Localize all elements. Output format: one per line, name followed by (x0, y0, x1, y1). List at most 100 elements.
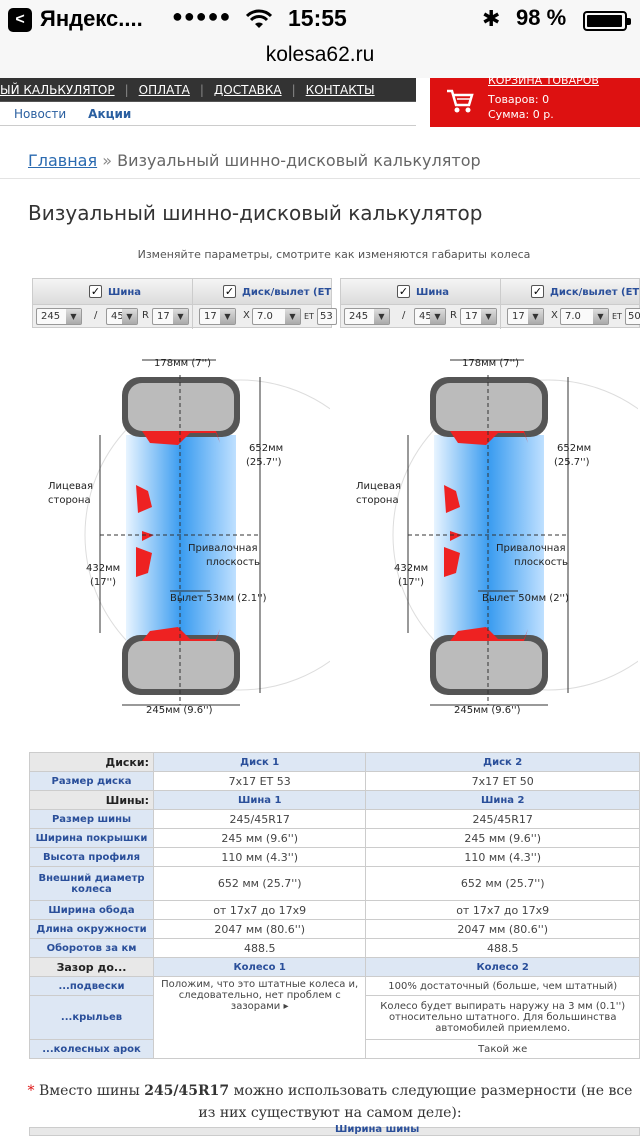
et-value: 53 (320, 311, 333, 322)
breadcrumb: Главная » Визуальный шинно-дисковый каль… (28, 151, 481, 170)
tire-checkbox[interactable]: ✓ (89, 285, 102, 298)
chevron-down-icon: ▼ (430, 309, 445, 324)
chevron-down-icon: ▼ (122, 309, 137, 324)
nav-divider: | (124, 82, 129, 97)
tire-radius-value: 17 (157, 311, 170, 322)
nav-payment[interactable]: ОПЛАТА (138, 82, 190, 97)
subnav-news[interactable]: Новости (14, 106, 67, 121)
status-app-name[interactable]: Яндекс.... (40, 6, 143, 31)
nav-delivery[interactable]: ДОСТАВКА (213, 82, 282, 97)
nav-calculator[interactable]: ЫЙ КАЛЬКУЛЯТОР (0, 82, 115, 97)
rim-mm-label: 432мм (394, 563, 428, 574)
breadcrumb-home[interactable]: Главная (28, 151, 98, 170)
x-label: X (243, 310, 250, 321)
tire-bottom-inner (128, 641, 234, 689)
tire-profile-value: 45 (111, 311, 124, 322)
r-label: R (450, 310, 457, 321)
table-row: ...колесных арок Такой же (29, 1039, 640, 1059)
disk1-header: Диск 1 (152, 752, 367, 772)
row-label: Ширина обода (29, 900, 154, 920)
diameter-mm-label: 652мм (249, 443, 283, 454)
mount-label-2: плоскость (514, 557, 568, 568)
chevron-down-icon: ▼ (285, 309, 300, 324)
cell: 488.5 (152, 938, 367, 958)
disk-diameter-select[interactable]: 17▼ (507, 308, 544, 325)
param-panel-1: ✓ Шина ✓ Диск/вылет (ET 245▼ / 45▼ R 17▼… (32, 278, 337, 329)
tire-profile-select[interactable]: 45▼ (106, 308, 138, 325)
cart-title[interactable]: КОРЗИНА ТОВАРОВ (488, 74, 599, 87)
alternatives-table: Ширина шины (29, 1124, 640, 1136)
cell: 110 мм (4.3'') (152, 847, 367, 867)
disk-width-select[interactable]: 7.0 ▼ (252, 308, 301, 325)
table-row: Оборотов за км 488.5 488.5 (29, 938, 640, 958)
diameter-mm-label: 652мм (557, 443, 591, 454)
address-bar[interactable]: kolesa62.ru (0, 40, 640, 78)
cell: 488.5 (365, 938, 640, 958)
wheel1-gap-text: Положим, что это штатные колеса и, следо… (161, 979, 359, 1012)
disk2-header: Диск 2 (365, 752, 640, 772)
disk-width-select[interactable]: 7.0▼ (560, 308, 609, 325)
cart-widget[interactable]: КОРЗИНА ТОВАРОВ Товаров: 0 Сумма: 0 р. (430, 74, 640, 127)
cell: 2047 мм (80.6'') (152, 919, 367, 939)
tire-radius-select[interactable]: 17▼ (152, 308, 189, 325)
disk-checkbox[interactable]: ✓ (223, 285, 236, 298)
panel-header (341, 279, 639, 305)
table-row: ...подвески Положим, что это штатные кол… (29, 976, 640, 1059)
disk-checkbox[interactable]: ✓ (531, 285, 544, 298)
tire-checkbox[interactable]: ✓ (397, 285, 410, 298)
width-label: 245мм (9.6'') (454, 705, 521, 716)
slash: / (402, 310, 406, 321)
face-label-2: сторона (356, 495, 399, 506)
disk-width-value: 7.0 (257, 311, 273, 322)
wheel1-header: Колесо 1 (152, 957, 367, 977)
table-row: Зазор до... Колесо 1 Колесо 2 (29, 957, 640, 977)
subnav-promo[interactable]: Акции (88, 106, 132, 121)
tire-width-value: 245 (41, 311, 61, 322)
row-label: Размер шины (29, 809, 154, 829)
alternatives-note: * Вместо шины 245/45R17 можно использова… (20, 1080, 640, 1124)
tire-width-select[interactable]: 245▼ (36, 308, 82, 325)
cell: 245 мм (9.6'') (365, 828, 640, 848)
table-row: Внешний диаметр колеса 652 мм (25.7'') 6… (29, 866, 640, 901)
param-panel-2: ✓ Шина ✓ Диск/вылет (ET 245▼ / 45▼ R 17▼… (340, 278, 640, 329)
et-select[interactable]: 50 (625, 308, 640, 325)
tire-width-select[interactable]: 245▼ (344, 308, 390, 325)
bluetooth-icon: ✱ (482, 6, 501, 31)
sub-nav: Новости Акции (0, 102, 416, 126)
row-label: Внешний диаметр колеса (29, 866, 154, 901)
tire-radius-select[interactable]: 17▼ (460, 308, 497, 325)
rim-mm-label: 432мм (86, 563, 120, 574)
tire-top-inner (128, 383, 234, 431)
chevron-down-icon: ▼ (481, 309, 496, 324)
rim-flange-bottom (142, 627, 220, 641)
expand-arrow-icon[interactable]: ▸ (283, 1001, 289, 1012)
cart-icon (447, 89, 474, 113)
back-to-app-button[interactable]: < (8, 8, 32, 32)
et-label: ET (612, 312, 622, 321)
r-label: R (142, 310, 149, 321)
table-row: Размер шины 245/45R17 245/45R17 (29, 809, 640, 829)
cell: 245 мм (9.6'') (152, 828, 367, 848)
table-row: Шины: Шина 1 Шина 2 (29, 790, 640, 810)
top-dim-label: 178мм (7'') (462, 358, 519, 369)
disk-diameter-select[interactable]: 17▼ (199, 308, 236, 325)
et-select[interactable]: 53 (317, 308, 337, 325)
rim-fill (126, 435, 236, 645)
spec-table: Диски: Диск 1 Диск 2 Размер диска 7x17 E… (29, 752, 640, 1059)
tire1-header: Шина 1 (152, 790, 367, 810)
hint-text: Изменяйте параметры, смотрите как изменя… (137, 248, 531, 261)
table-row: Длина окружности 2047 мм (80.6'') 2047 м… (29, 919, 640, 939)
tire-bottom-inner (436, 641, 542, 689)
breadcrumb-sep: » (102, 151, 112, 170)
table-row: Высота профиля 110 мм (4.3'') 110 мм (4.… (29, 847, 640, 867)
tire-profile-select[interactable]: 45▼ (414, 308, 446, 325)
disk-label: Диск/вылет (ET (242, 287, 332, 298)
tire-label: Шина (108, 287, 142, 298)
rim-flange-top (142, 431, 220, 445)
panel-header (33, 279, 331, 305)
row-label: ...колесных арок (29, 1039, 154, 1059)
nav-divider: | (199, 82, 204, 97)
nav-contacts[interactable]: КОНТАКТЫ (305, 82, 375, 97)
note-tire: 245/45R17 (144, 1083, 230, 1099)
top-nav: ЫЙ КАЛЬКУЛЯТОР | ОПЛАТА | ДОСТАВКА | КОН… (0, 78, 416, 102)
